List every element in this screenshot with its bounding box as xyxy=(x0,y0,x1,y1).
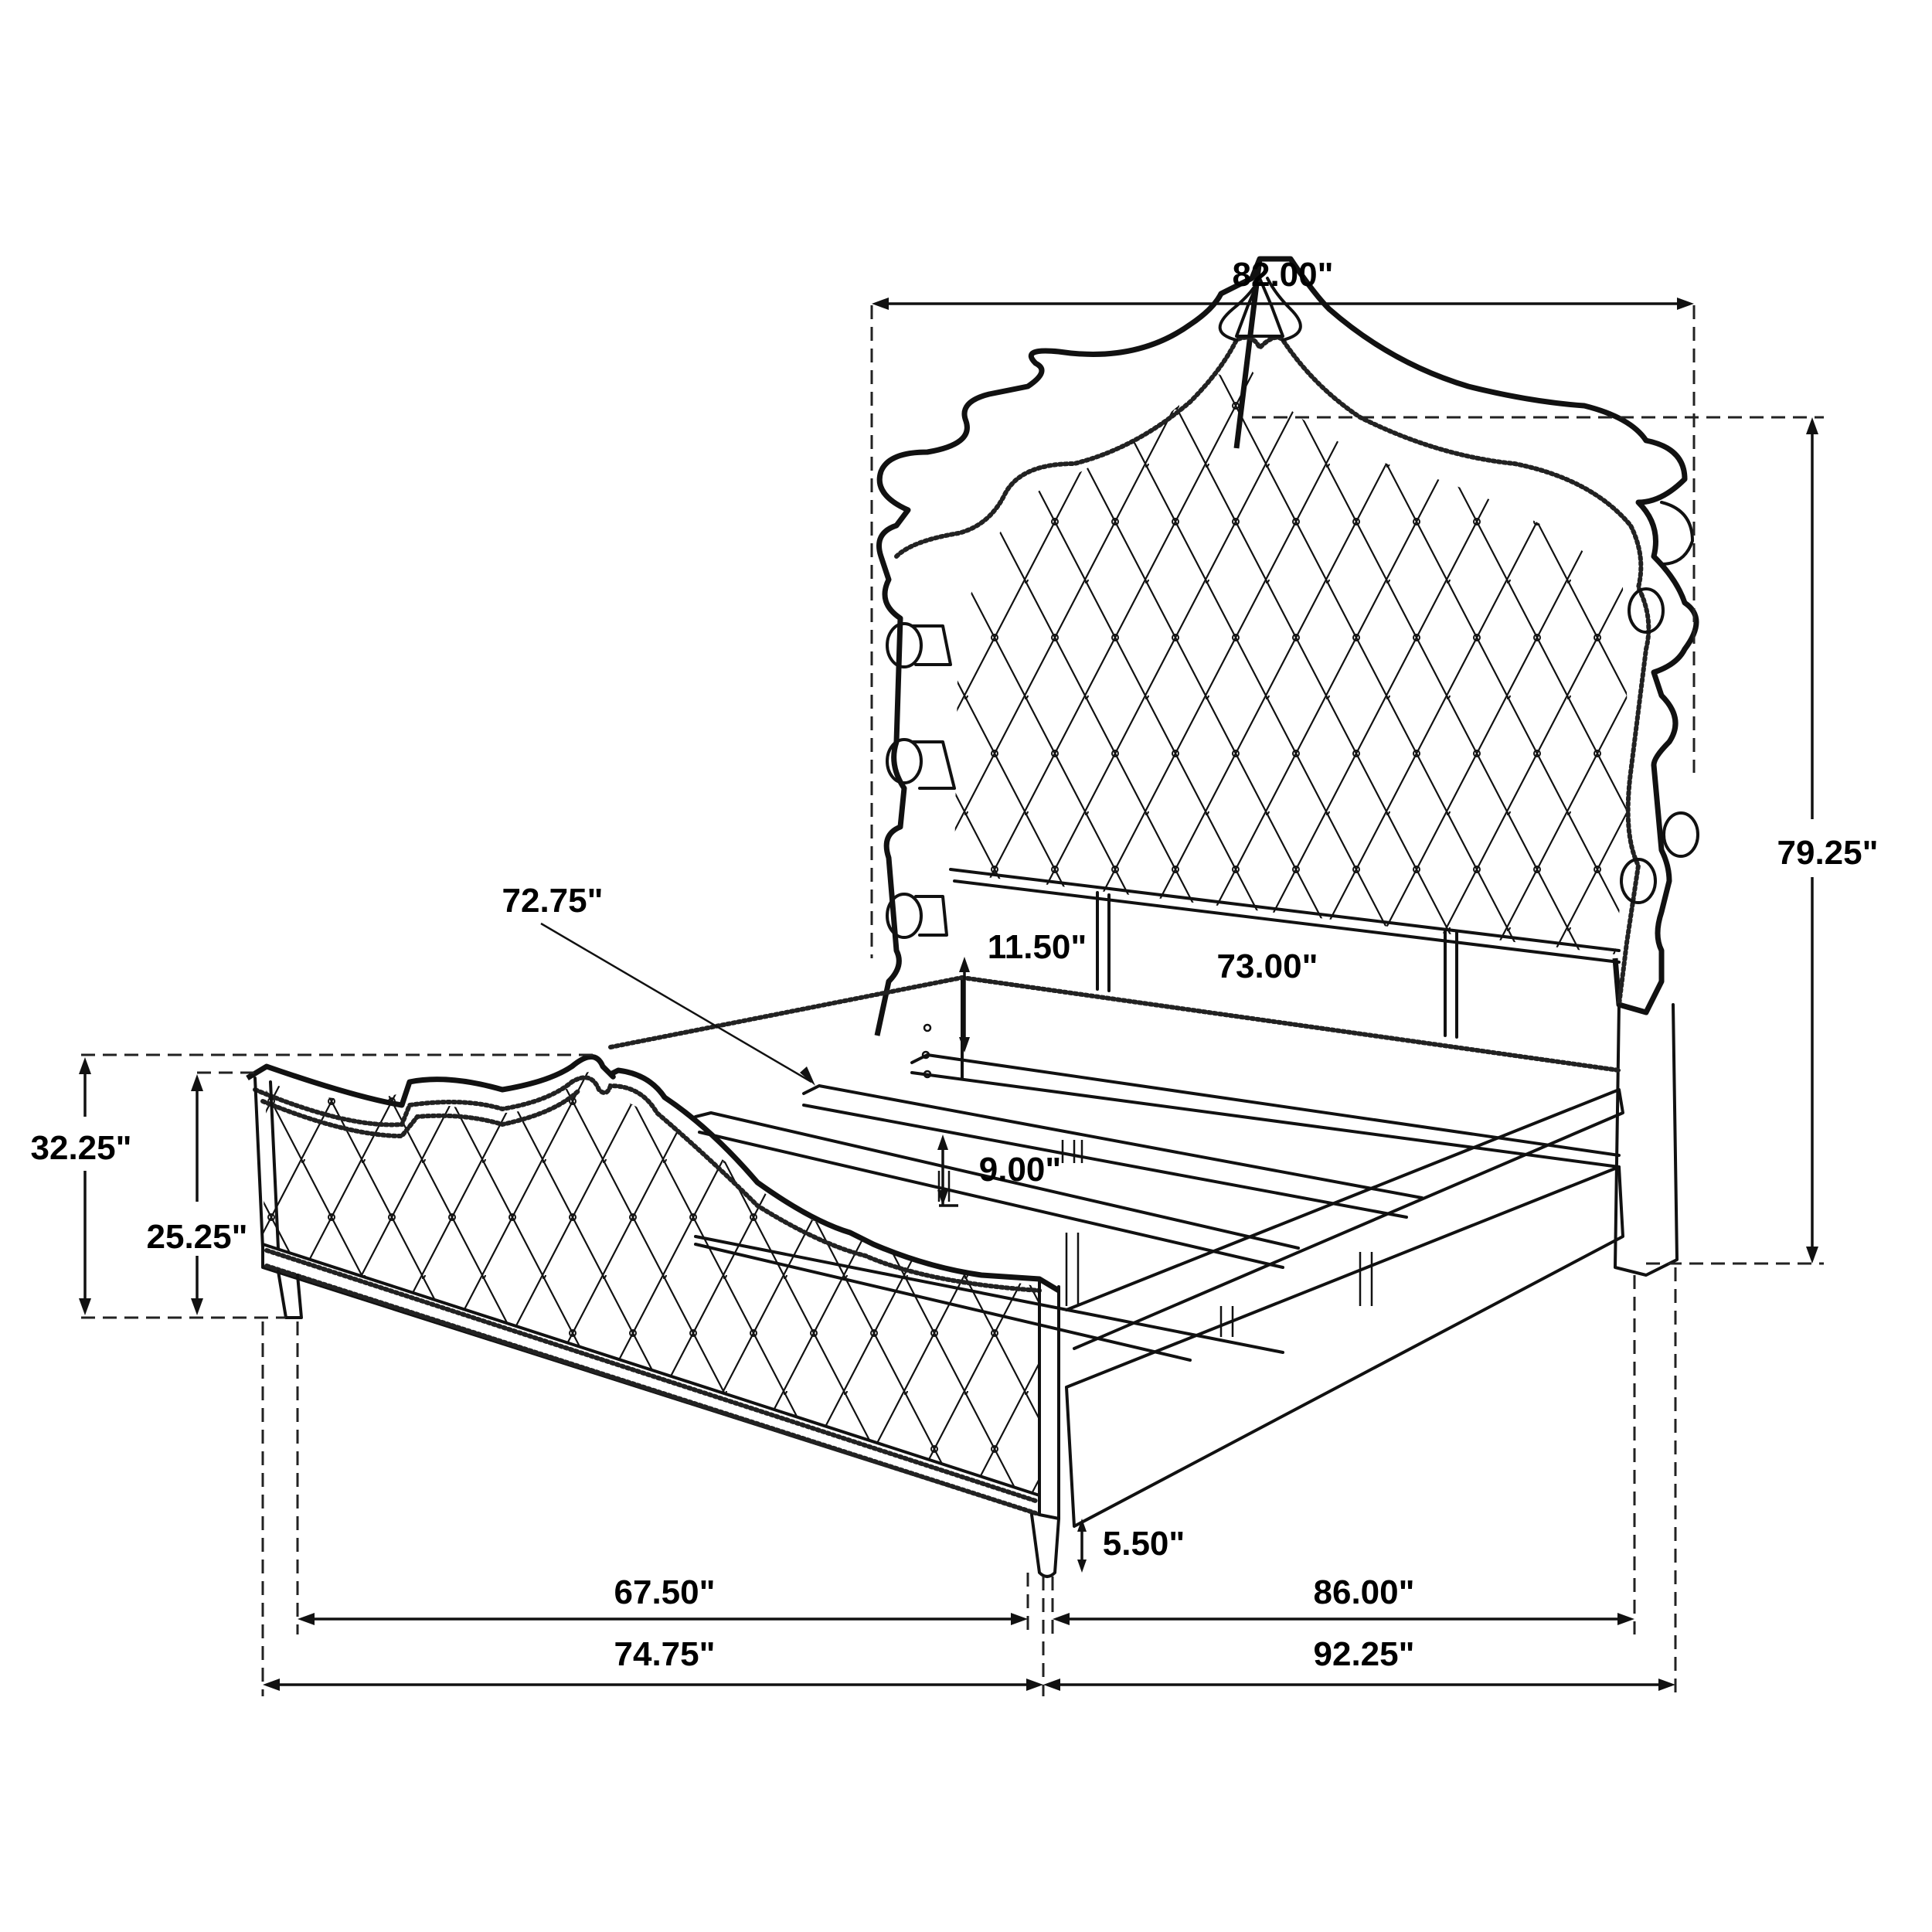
dim-inner-length: 86.00" xyxy=(1314,1573,1415,1611)
dim-overall-width: 74.75" xyxy=(614,1635,716,1673)
dim-rail-diagonal: 72.75" xyxy=(502,882,604,920)
dim-headboard-clearance: 11.50" xyxy=(988,928,1087,966)
dim-leg-height: 5.50" xyxy=(1103,1525,1185,1563)
dimension-annotations: 82.00" 79.25" 32.25" 25.25" 72.75" 11.50… xyxy=(31,256,1879,1696)
dim-footboard-total-height: 32.25" xyxy=(31,1129,132,1167)
footboard xyxy=(246,1054,1060,1578)
dim-inner-footboard-width: 67.50" xyxy=(614,1573,716,1611)
bed-frame xyxy=(608,975,1624,1528)
headboard-tufting xyxy=(954,371,1631,954)
dim-inner-width: 73.00" xyxy=(1217,947,1318,985)
dim-overall-length: 92.25" xyxy=(1314,1635,1415,1673)
dim-slat-height: 9.00" xyxy=(979,1151,1062,1189)
dim-headboard-height: 79.25" xyxy=(1777,834,1879,872)
dim-headboard-width: 82.00" xyxy=(1233,256,1334,294)
dim-footboard-panel-height: 25.25" xyxy=(147,1218,248,1256)
